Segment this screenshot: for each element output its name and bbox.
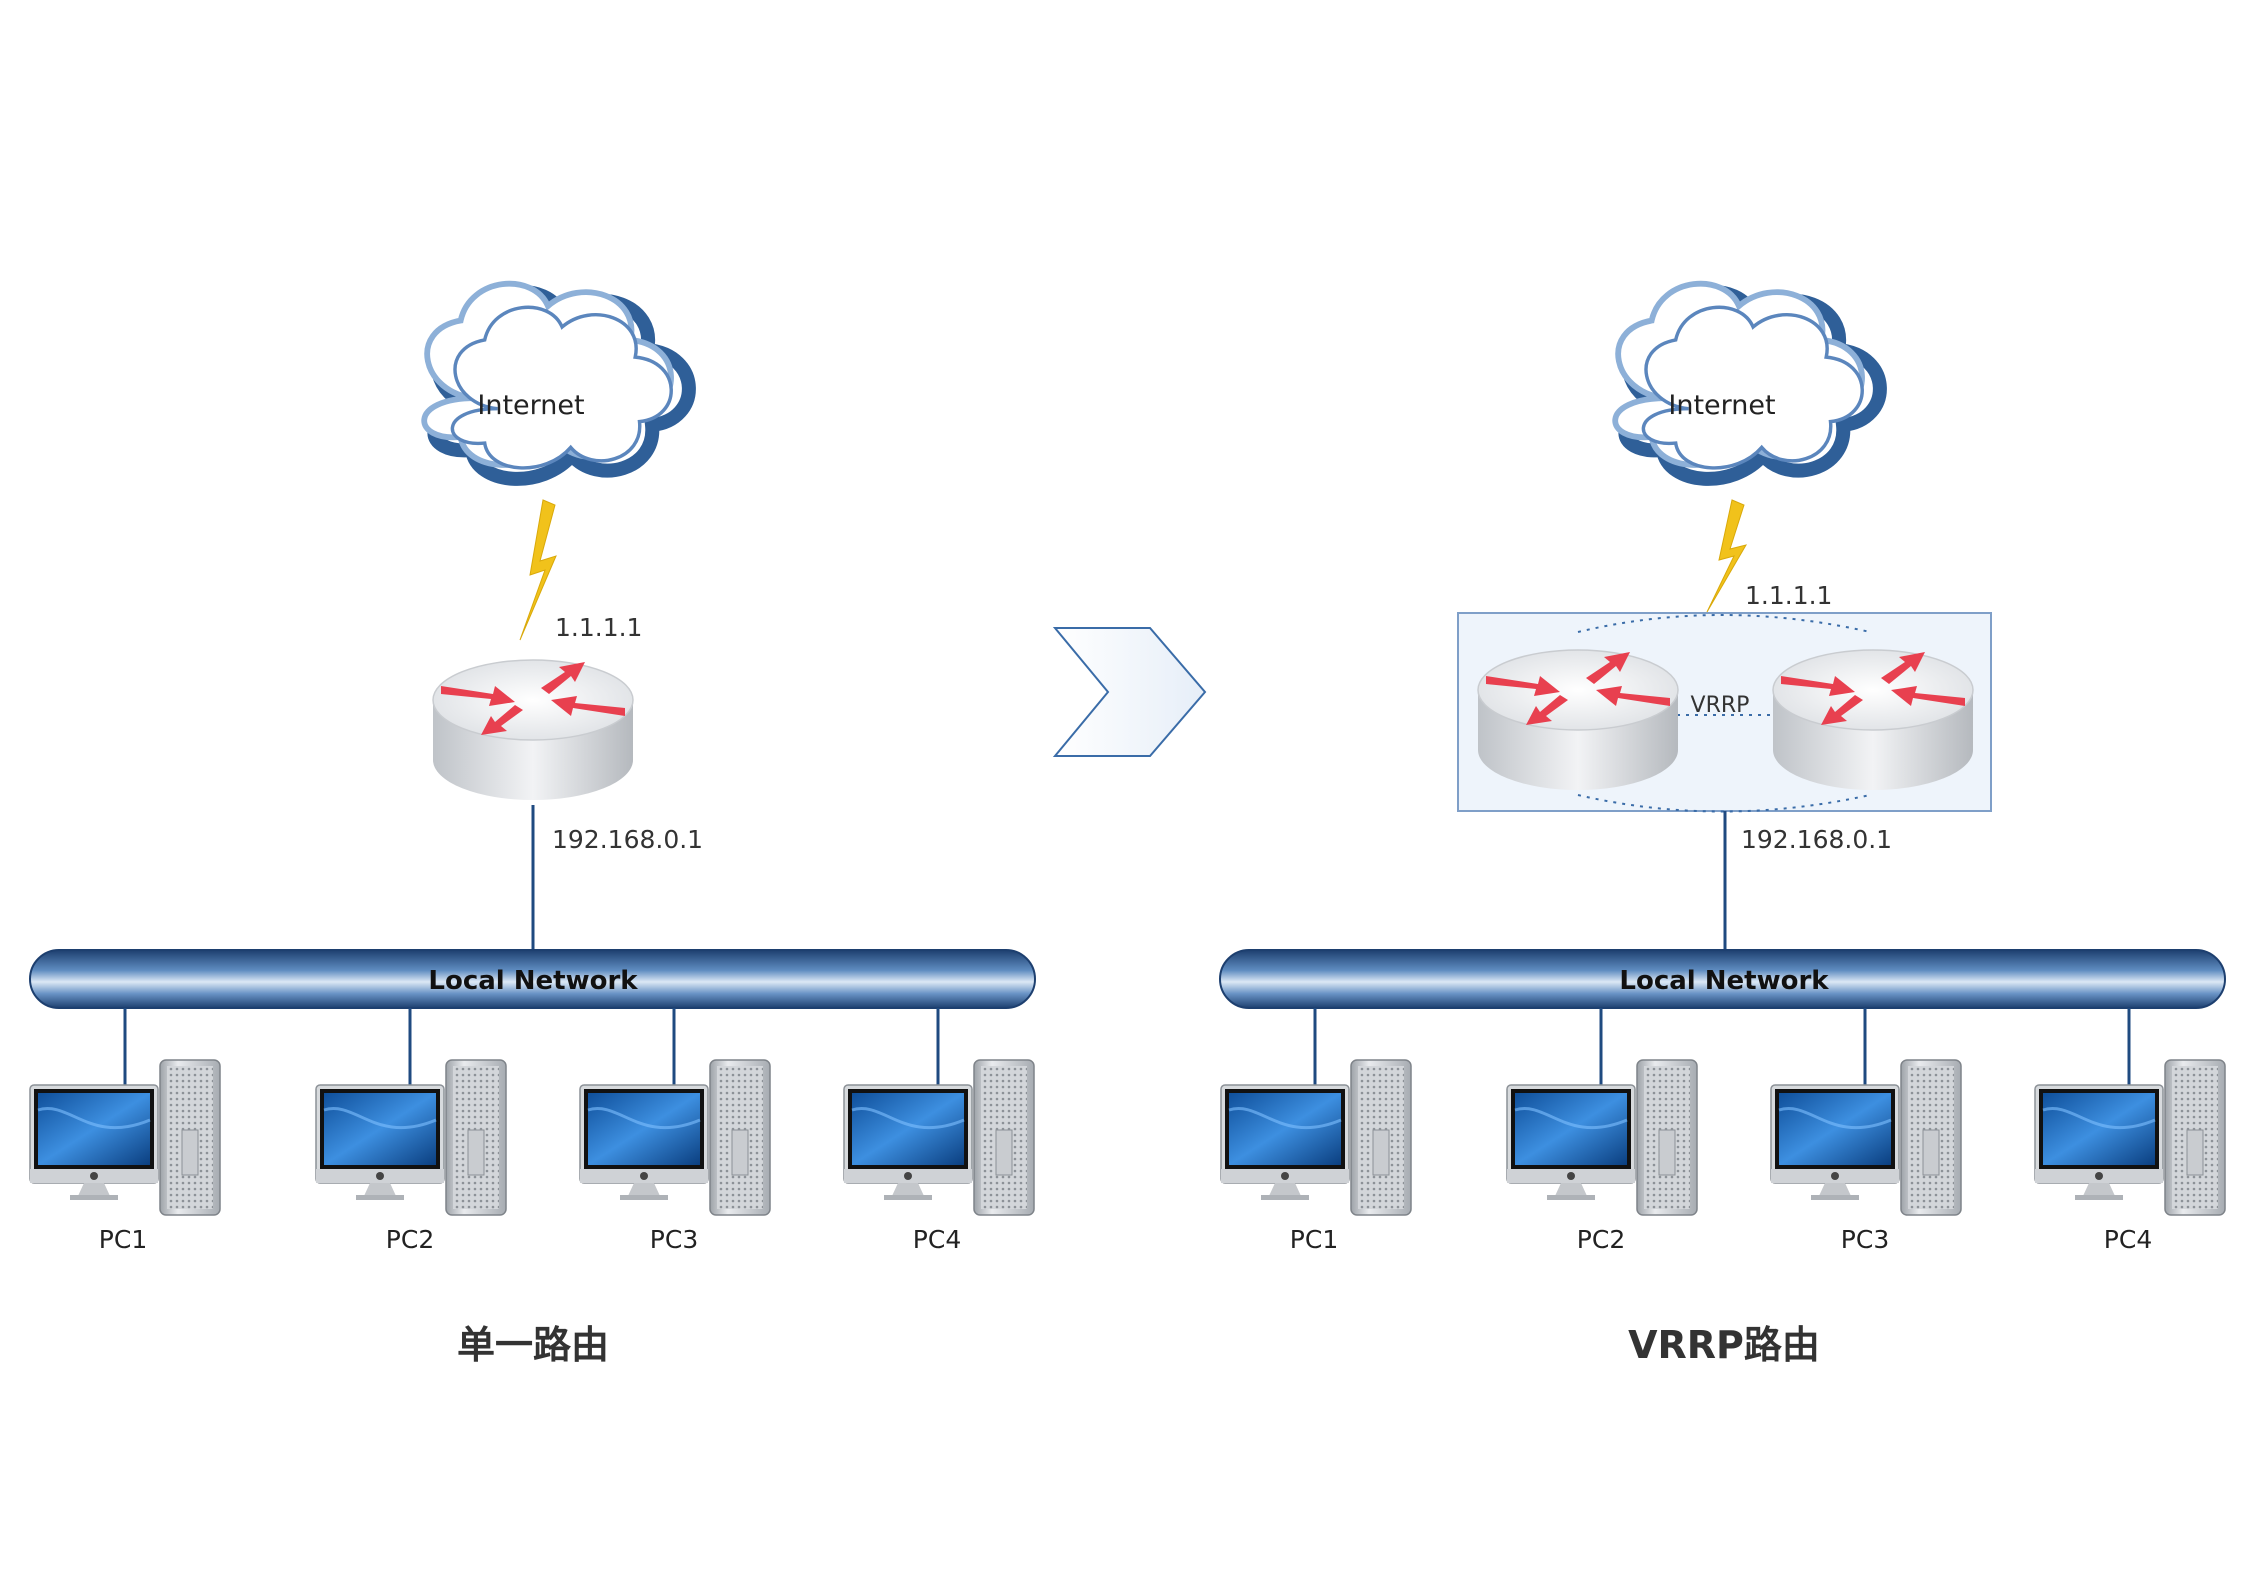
vrrp-label: VRRP [1691, 693, 1750, 718]
left-bus-label: Local Network [428, 966, 638, 996]
chevron-right-icon [1052, 627, 1207, 757]
left-local-network-bus: Local Network [29, 949, 1036, 1009]
right-caption: VRRP路由 [1628, 1323, 1820, 1367]
right-pc-label-4: PC4 [2104, 1225, 2152, 1254]
left-wan-ip: 1.1.1.1 [555, 613, 642, 642]
cloud-icon [424, 284, 689, 479]
cloud-icon [1615, 284, 1880, 479]
left-pc-label-4: PC4 [913, 1225, 961, 1254]
left-pc-label-2: PC2 [386, 1225, 434, 1254]
right-wan-ip: 1.1.1.1 [1745, 581, 1832, 610]
right-pc-label-3: PC3 [1841, 1225, 1889, 1254]
left-lan-ip: 192.168.0.1 [552, 825, 703, 854]
right-lan-ip: 192.168.0.1 [1741, 825, 1892, 854]
left-caption: 单一路由 [457, 1323, 609, 1367]
lightning-icon [1706, 499, 1748, 613]
right-pc-links [1313, 1008, 2131, 1085]
router-icon [432, 659, 634, 801]
left-pc-links [123, 1008, 940, 1085]
lightning-icon [519, 499, 557, 641]
left-internet-label: Internet [477, 390, 584, 421]
right-bus-label: Local Network [1619, 966, 1829, 996]
left-pc-label-3: PC3 [650, 1225, 698, 1254]
right-topology: Internet 1.1.1.1 VRRP 192.168.0.1 Local … [1219, 284, 2227, 1367]
router-icon [1772, 649, 1974, 791]
router-icon [1477, 649, 1679, 791]
right-internet-label: Internet [1668, 390, 1775, 421]
left-topology: Internet 1.1.1.1 192.168.0.1 Local Netwo… [28, 284, 1036, 1367]
right-pc-label-2: PC2 [1577, 1225, 1625, 1254]
left-pc-label-1: PC1 [99, 1225, 147, 1254]
right-local-network-bus: Local Network [1219, 949, 2226, 1009]
right-pc-label-1: PC1 [1290, 1225, 1338, 1254]
vrrp-dotted-links [1577, 614, 1871, 813]
